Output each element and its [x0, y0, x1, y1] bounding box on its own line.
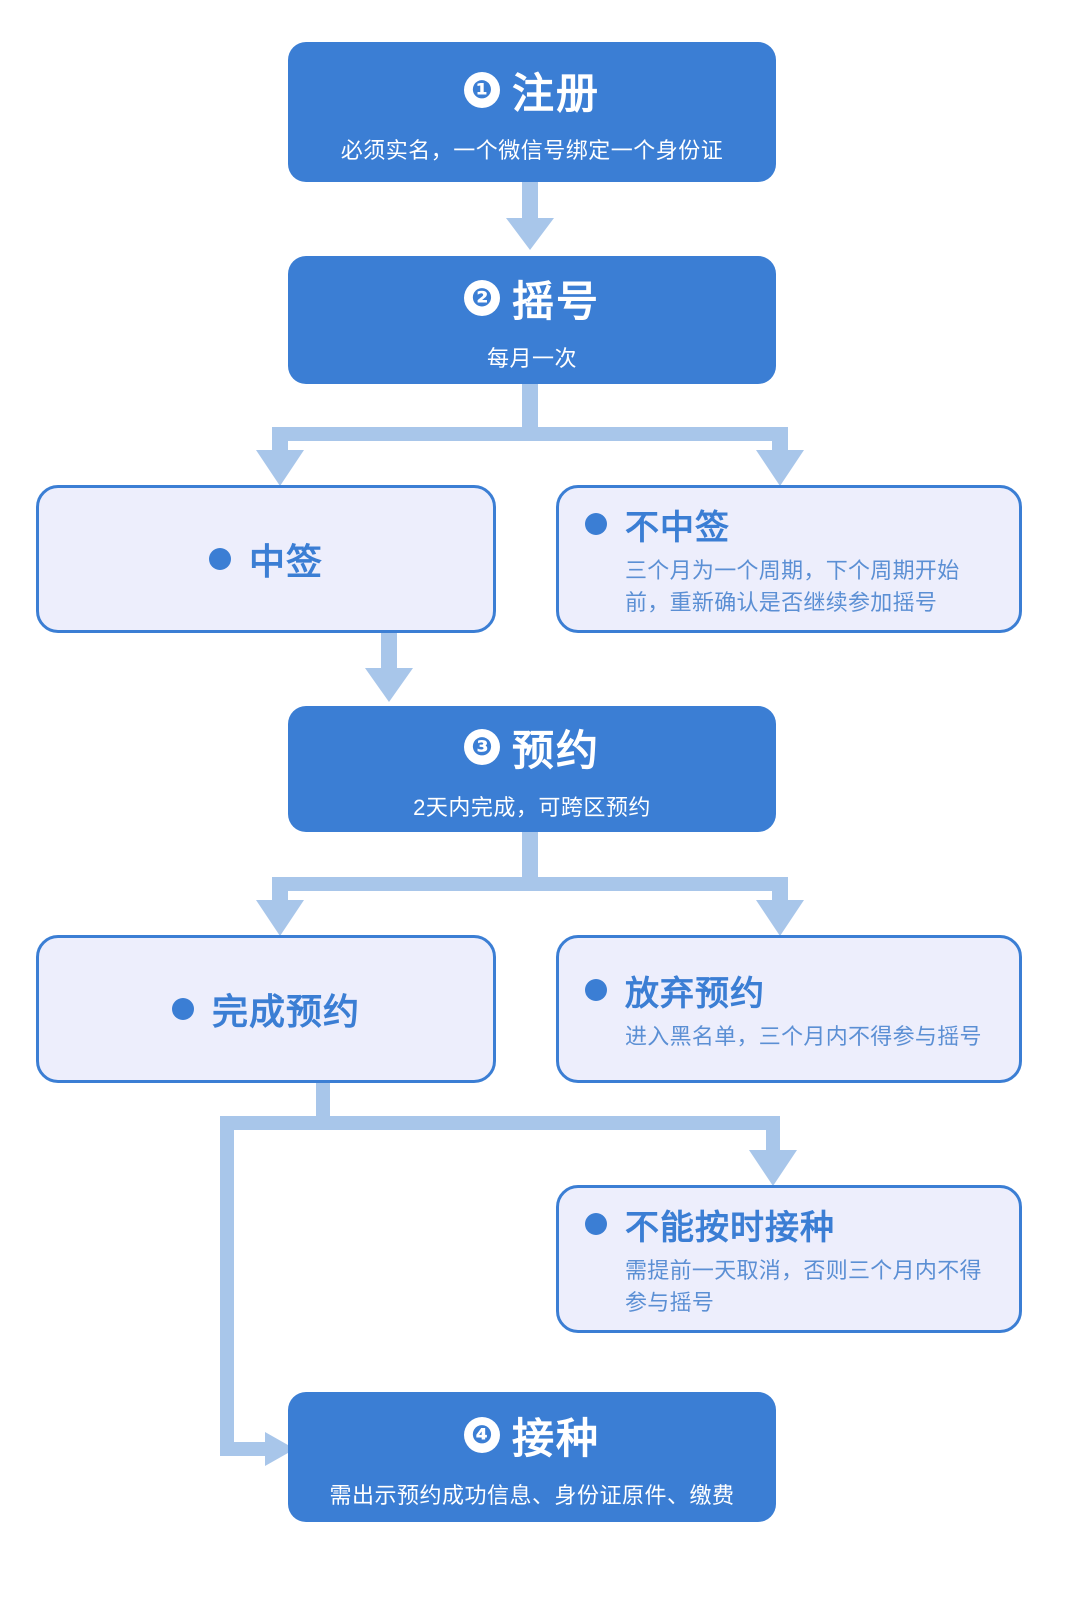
outcome-box-won[interactable]: 中签 [36, 485, 496, 633]
step-box-register[interactable]: ❶ 注册 必须实名，一个微信号绑定一个身份证 [288, 42, 776, 182]
outcome-title-booked: 完成预约 [211, 991, 360, 1032]
outcome-title-won: 中签 [248, 541, 323, 582]
outcome-box-abandoned[interactable]: 放弃预约 进入黑名单，三个月内不得参与摇号 [556, 935, 1022, 1083]
step-subtitle-lottery: 每月一次 [486, 345, 577, 371]
step-title-register: 注册 [511, 69, 600, 117]
step-title-appointment: 预约 [511, 726, 600, 774]
step-heading-vaccination: ❹ 接种 [463, 1405, 600, 1466]
step-heading-appointment: ❸ 预约 [463, 717, 600, 778]
step-subtitle-register: 必须实名，一个微信号绑定一个身份证 [340, 137, 724, 163]
outcome-title-abandoned: 放弃预约 [625, 974, 765, 1013]
connector-step1-to-step2 [506, 180, 554, 250]
step-subtitle-vaccination: 需出示预约成功信息、身份证原件、缴费 [329, 1482, 735, 1508]
step-heading-lottery: ❷ 摇号 [463, 268, 600, 329]
connector-won-to-step3 [365, 632, 413, 702]
outcome-desc-missed-appointment: 需提前一天取消，否则三个月内不得参与摇号 [625, 1257, 982, 1315]
outcome-desc-not-won: 三个月为一个周期，下个周期开始前，重新确认是否继续参加摇号 [625, 557, 960, 615]
step-number-badge-3: ❸ [463, 729, 500, 765]
outcome-heading-abandoned: 放弃预约 [585, 966, 993, 1015]
connector-step3-branch [256, 832, 804, 936]
step-title-vaccination: 接种 [511, 1414, 600, 1462]
step-number-badge-4: ❹ [463, 1417, 500, 1453]
bullet-dot-icon [208, 548, 231, 570]
step-number-badge-2: ❷ [463, 280, 500, 316]
outcome-desc-abandoned: 进入黑名单，三个月内不得参与摇号 [625, 1023, 982, 1049]
bullet-dot-icon [171, 998, 194, 1020]
connector-step2-branch [256, 382, 804, 486]
bullet-dot-icon [585, 979, 607, 1002]
step-subtitle-appointment: 2天内完成，可跨区预约 [413, 794, 651, 820]
step-number-badge-1: ❶ [463, 72, 500, 108]
outcome-box-missed-appointment[interactable]: 不能按时接种 需提前一天取消，否则三个月内不得参与摇号 [556, 1185, 1022, 1333]
outcome-heading-won: 中签 [208, 533, 323, 585]
bullet-dot-icon [585, 513, 607, 536]
outcome-heading-booked: 完成预约 [171, 983, 360, 1035]
step-box-lottery[interactable]: ❷ 摇号 每月一次 [288, 256, 776, 384]
step-box-vaccination[interactable]: ❹ 接种 需出示预约成功信息、身份证原件、缴费 [288, 1392, 776, 1522]
outcome-heading-not-won: 不中签 [585, 500, 993, 549]
outcome-title-missed-appointment: 不能按时接种 [625, 1208, 835, 1247]
bullet-dot-icon [585, 1213, 607, 1236]
outcome-title-not-won: 不中签 [625, 508, 730, 547]
step-title-lottery: 摇号 [511, 277, 600, 325]
outcome-box-not-won[interactable]: 不中签 三个月为一个周期，下个周期开始前，重新确认是否继续参加摇号 [556, 485, 1022, 633]
step-box-appointment[interactable]: ❸ 预约 2天内完成，可跨区预约 [288, 706, 776, 832]
step-heading-register: ❶ 注册 [463, 60, 600, 121]
outcome-box-booked[interactable]: 完成预约 [36, 935, 496, 1083]
outcome-heading-missed-appointment: 不能按时接种 [585, 1200, 993, 1249]
